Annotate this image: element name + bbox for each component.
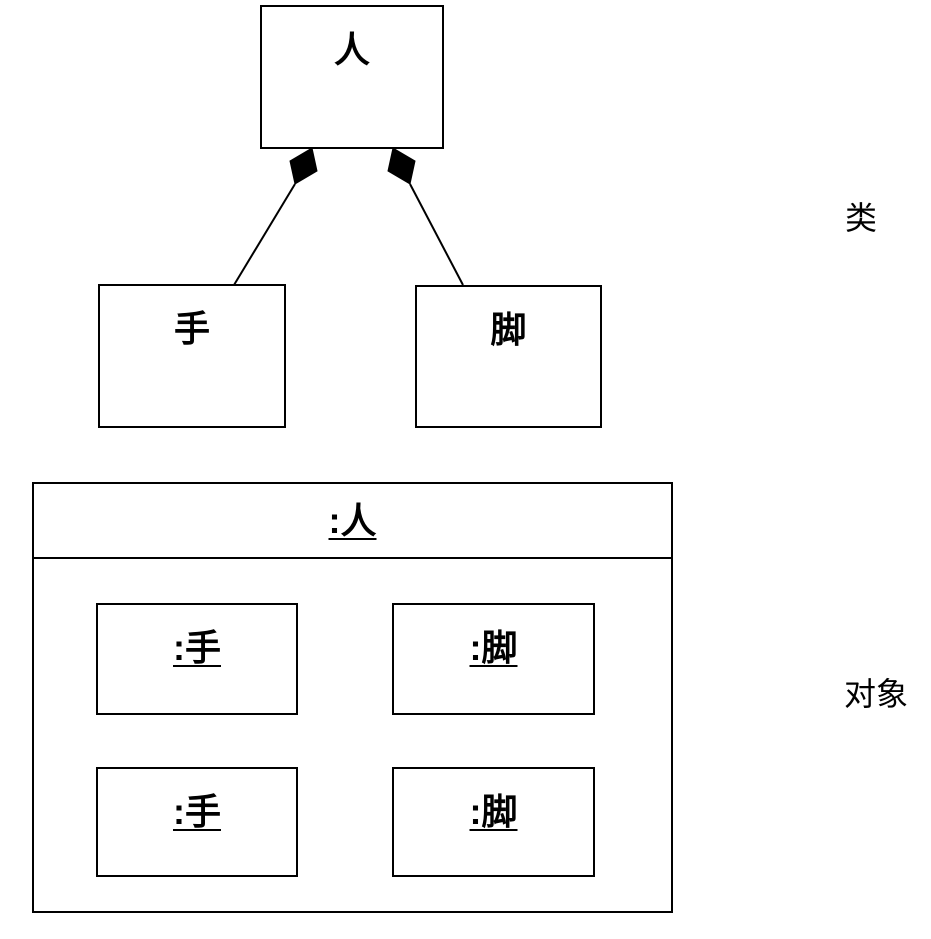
class-name-hand: 手 xyxy=(173,308,210,349)
object-box-person: :人 :手 :脚 :手 :脚 xyxy=(32,482,673,913)
object-box-foot-1: :脚 xyxy=(392,603,595,715)
composition-line-person-hand xyxy=(233,183,296,286)
composition-line-person-foot xyxy=(409,183,464,286)
object-box-hand-2: :手 xyxy=(96,767,298,877)
class-name-foot: 脚 xyxy=(490,309,527,350)
object-name-foot-2: :脚 xyxy=(469,791,518,832)
class-box-person: 人 xyxy=(260,5,444,149)
section-label-object: 对象 xyxy=(844,676,909,712)
composition-diamond-icon xyxy=(387,147,416,185)
class-box-hand: 手 xyxy=(98,284,286,428)
object-name-hand-1: :手 xyxy=(173,627,221,668)
object-box-hand-1: :手 xyxy=(96,603,298,715)
object-name-hand-2: :手 xyxy=(173,791,221,832)
class-name-person: 人 xyxy=(333,29,370,70)
section-label-class: 类 xyxy=(845,200,878,236)
object-box-person-body: :手 :脚 :手 :脚 xyxy=(34,559,671,911)
object-box-person-header: :人 xyxy=(34,484,671,559)
class-box-foot: 脚 xyxy=(415,285,602,428)
object-name-person: :人 xyxy=(328,499,377,541)
object-box-foot-2: :脚 xyxy=(392,767,595,877)
object-name-foot-1: :脚 xyxy=(469,627,518,668)
composition-diamond-icon xyxy=(289,147,318,185)
